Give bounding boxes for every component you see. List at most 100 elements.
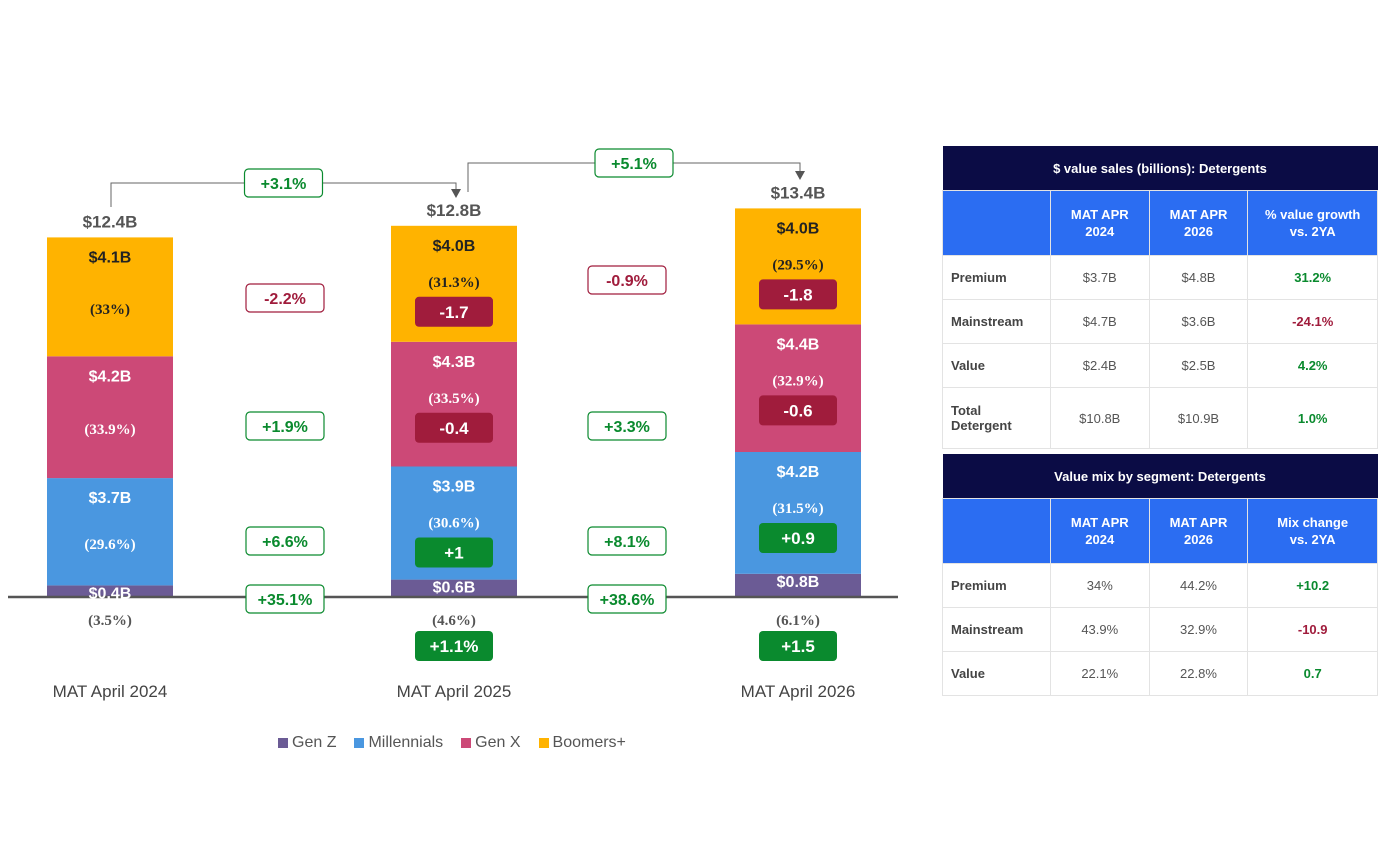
table-header-cell: Mix change vs. 2YA xyxy=(1247,498,1378,564)
bar-segment-gen-z xyxy=(47,585,173,597)
bar-segment-gen-z xyxy=(735,573,861,597)
value-sales-value-2026: $10.9B xyxy=(1148,387,1249,449)
segment-value-label: $4.0B xyxy=(777,220,820,237)
share-change-badge-bg xyxy=(759,631,837,661)
share-change-badge-bg xyxy=(415,296,493,327)
value-sales-row-label: Premium xyxy=(942,255,1051,300)
share-change-badge: -0.4 xyxy=(439,419,469,438)
share-label: (31.3%) xyxy=(428,275,479,291)
legend-item-gen-x: Gen X xyxy=(461,734,521,752)
share-change-badge: -0.6 xyxy=(783,401,812,420)
segment-value-label: $4.2B xyxy=(777,464,820,481)
share-change-badge: -1.7 xyxy=(439,303,468,322)
value-mix-row-label: Mainstream xyxy=(942,607,1051,652)
table-header-cell xyxy=(942,498,1051,564)
table-header-cell: MAT APR 2026 xyxy=(1148,498,1249,564)
value-sales-table: $ value sales (billions): Detergents MAT… xyxy=(942,146,1378,449)
value-sales-value-2024: $4.7B xyxy=(1049,299,1150,344)
segment-value-label: $0.8B xyxy=(777,574,820,591)
segment-value-label: $0.4B xyxy=(89,585,132,602)
share-change-badge: +1 xyxy=(444,544,463,563)
share-change-badge-bg xyxy=(759,395,837,426)
chart-legend: Gen Z Millennials Gen X Boomers+ xyxy=(278,734,626,752)
value-sales-value-2024: $3.7B xyxy=(1049,255,1150,300)
value-mix-table: Value mix by segment: Detergents MAT APR… xyxy=(942,454,1378,696)
legend-item-boomers: Boomers+ xyxy=(538,734,626,752)
value-mix-change-value: -10.9 xyxy=(1247,607,1378,652)
value-mix-value-2024: 43.9% xyxy=(1049,607,1150,652)
x-tick-label: MAT April 2025 xyxy=(397,682,512,701)
segment-growth-label-box xyxy=(587,584,667,614)
total-growth-label: +5.1% xyxy=(611,156,657,173)
segment-growth-label-box xyxy=(245,526,325,556)
value-sales-row-label: Mainstream xyxy=(942,299,1051,344)
table-header-cell xyxy=(942,190,1051,256)
segment-growth-label-box xyxy=(245,584,325,614)
share-label: (29.6%) xyxy=(84,537,135,553)
legend-swatch-gen-z xyxy=(278,738,288,748)
bar-total-label: $12.8B xyxy=(427,201,482,220)
value-mix-value-2024: 22.1% xyxy=(1049,651,1150,696)
segment-growth-label-box xyxy=(587,265,667,295)
segment-value-label: $4.3B xyxy=(433,354,476,371)
value-sales-change-value: 31.2% xyxy=(1247,255,1378,300)
value-mix-table-header: MAT APR 2024 MAT APR 2026 Mix change vs.… xyxy=(942,498,1378,564)
legend-label-gen-z: Gen Z xyxy=(292,734,337,751)
share-change-badge: +1.5 xyxy=(781,637,815,656)
table-header-cell: MAT APR 2024 xyxy=(1049,498,1150,564)
bar-total-label: $13.4B xyxy=(771,183,826,202)
value-mix-row-label: Value xyxy=(942,651,1051,696)
table-header-cell: % value growth vs. 2YA xyxy=(1247,190,1378,256)
value-mix-value-2024: 34% xyxy=(1049,563,1150,608)
bar-segment-gen-x xyxy=(735,324,861,452)
value-sales-row-label: Value xyxy=(942,343,1051,388)
share-change-badge-bg xyxy=(759,523,837,553)
legend-label-gen-x: Gen X xyxy=(475,734,521,751)
value-sales-change-value: -24.1% xyxy=(1247,299,1378,344)
value-sales-value-2026: $4.8B xyxy=(1148,255,1249,300)
value-mix-row-label: Premium xyxy=(942,563,1051,608)
bar-segment-millennials xyxy=(47,478,173,586)
legend-label-boomers: Boomers+ xyxy=(552,734,626,751)
value-mix-change-value: +10.2 xyxy=(1247,563,1378,608)
value-sales-row-label: Total Detergent xyxy=(942,387,1051,449)
legend-swatch-boomers xyxy=(538,738,549,748)
segment-growth-label: -0.9% xyxy=(606,273,648,290)
segment-value-label: $4.1B xyxy=(89,249,132,266)
share-change-badge: +0.9 xyxy=(781,529,815,548)
total-growth-label-arrowhead xyxy=(451,189,461,198)
bar-total-label: $12.4B xyxy=(83,212,138,231)
segment-value-label: $0.6B xyxy=(433,580,476,597)
legend-label-millennials: Millennials xyxy=(368,734,444,751)
segment-growth-label: -2.2% xyxy=(264,291,306,308)
bar-segment-millennials xyxy=(735,452,861,574)
share-label: (3.5%) xyxy=(88,613,132,629)
table-header-cell: MAT APR 2024 xyxy=(1049,190,1150,256)
segment-value-label: $3.7B xyxy=(89,490,132,507)
value-mix-change-value: 0.7 xyxy=(1247,651,1378,696)
share-label: (4.6%) xyxy=(432,613,476,629)
segment-growth-label: +35.1% xyxy=(258,592,313,609)
share-label: (33%) xyxy=(90,302,130,318)
total-growth-label-arrowhead xyxy=(795,171,805,180)
share-label: (32.9%) xyxy=(772,373,823,389)
legend-swatch-millennials xyxy=(354,738,365,748)
share-label: (6.1%) xyxy=(776,613,820,629)
segment-growth-label-box xyxy=(587,411,667,441)
share-change-badge: -1.8 xyxy=(783,285,812,304)
table-header-cell: MAT APR 2026 xyxy=(1148,190,1249,256)
segment-value-label: $4.2B xyxy=(89,368,132,385)
segment-value-label: $4.4B xyxy=(777,336,820,353)
share-change-badge-bg xyxy=(415,537,493,568)
value-sales-table-header: MAT APR 2024 MAT APR 2026 % value growth… xyxy=(942,190,1378,256)
legend-swatch-gen-x xyxy=(461,738,472,748)
segment-growth-label: +8.1% xyxy=(604,534,650,551)
total-growth-label-box xyxy=(243,168,324,198)
